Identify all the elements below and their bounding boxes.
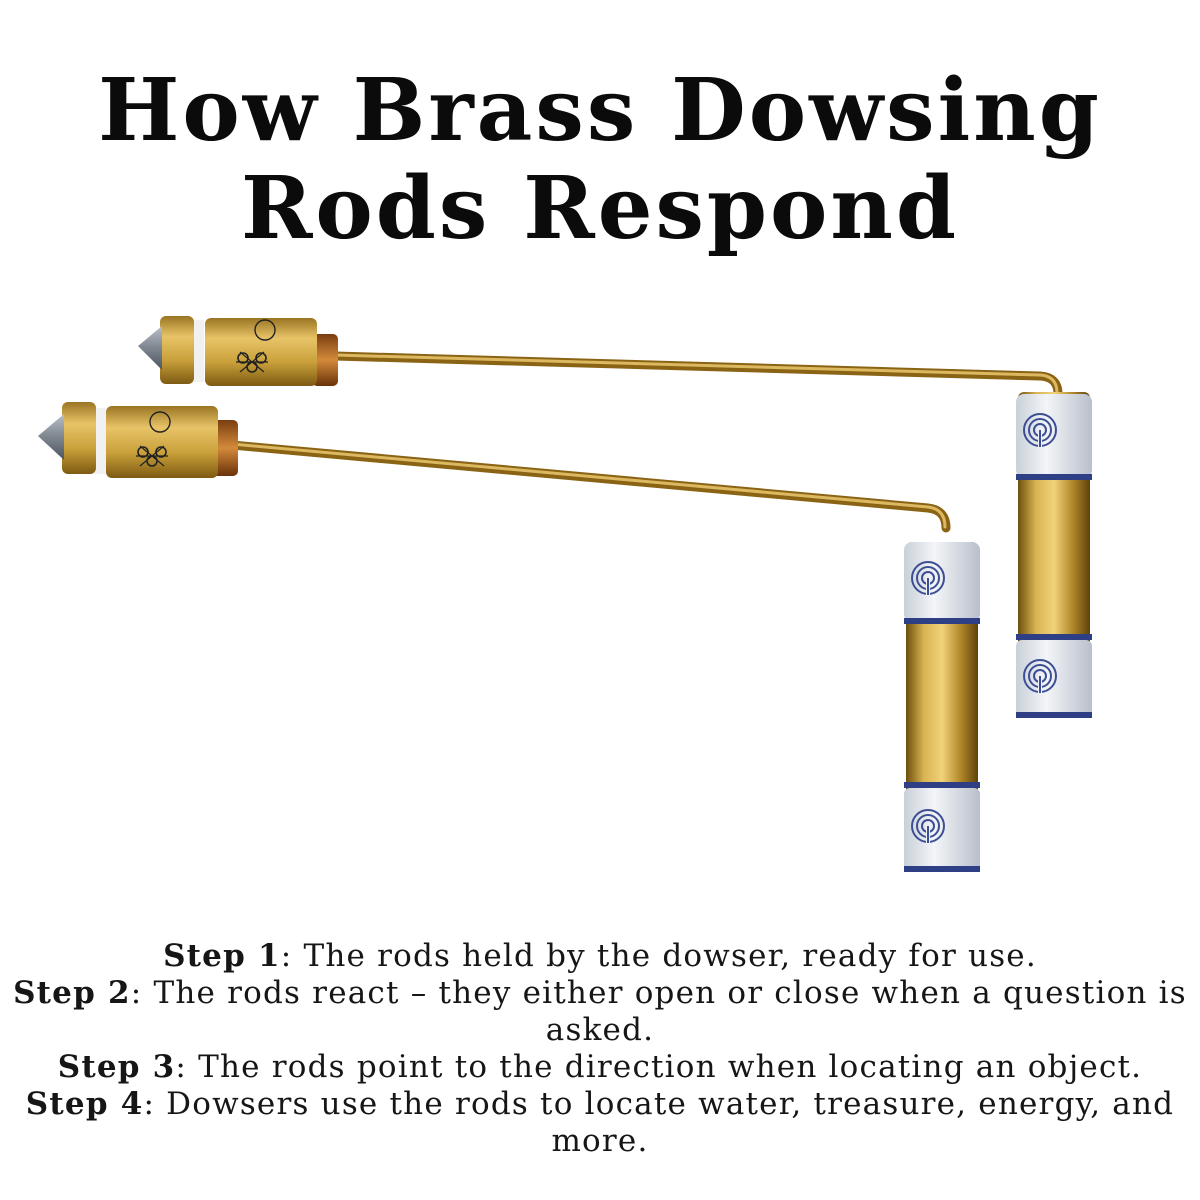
step-3: Step 3: The rods point to the direction … (0, 1049, 1200, 1086)
title-line-2: Rods Respond (240, 158, 960, 259)
step-1: Step 1: The rods held by the dowser, rea… (0, 938, 1200, 975)
step-2-label: Step 2 (13, 975, 131, 1011)
steps-list: Step 1: The rods held by the dowser, rea… (0, 938, 1200, 1160)
rod-front (38, 402, 980, 872)
title-line-1: How Brass Dowsing (98, 60, 1102, 161)
step-3-text: : The rods point to the direction when l… (175, 1049, 1143, 1085)
page-title: How Brass Dowsing Rods Respond (0, 62, 1200, 258)
step-2: Step 2: The rods react – they either ope… (0, 975, 1200, 1049)
step-2-text: : The rods react – they either open or c… (130, 975, 1187, 1048)
dowsing-rods-illustration (38, 316, 1092, 872)
step-1-text: : The rods held by the dowser, ready for… (280, 938, 1037, 974)
step-4: Step 4: Dowsers use the rods to locate w… (0, 1086, 1200, 1160)
step-4-label: Step 4 (25, 1086, 144, 1122)
step-1-label: Step 1 (163, 938, 281, 974)
step-4-text: : Dowsers use the rods to locate water, … (143, 1086, 1175, 1159)
step-3-label: Step 3 (57, 1049, 176, 1085)
rod-back (138, 316, 1092, 718)
